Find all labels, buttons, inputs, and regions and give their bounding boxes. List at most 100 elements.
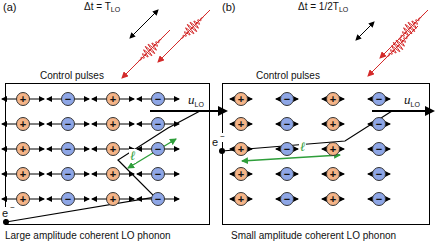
- charge-sign: −: [376, 94, 382, 105]
- ion-circle: +: [16, 92, 30, 106]
- ion-circle: −: [151, 92, 165, 106]
- ion-circle: +: [16, 167, 30, 181]
- ion-circle: −: [61, 92, 75, 106]
- charge-sign: −: [284, 169, 290, 180]
- ion-circle: +: [326, 167, 340, 181]
- ion-circle: −: [280, 142, 294, 156]
- charge-sign: +: [238, 94, 244, 105]
- ion-circle: +: [326, 92, 340, 106]
- subscript-text: LO: [339, 6, 348, 14]
- ion-circle: +: [234, 92, 248, 106]
- ion-circle: +: [326, 117, 340, 131]
- charge-sign: −: [155, 169, 161, 180]
- ion-circle: −: [151, 167, 165, 181]
- text-label: Δt = T: [84, 1, 111, 12]
- subscript-text: LO: [411, 101, 420, 109]
- ion-circle: +: [16, 117, 30, 131]
- wave-packet: [394, 12, 425, 43]
- charge-sign: +: [110, 194, 116, 205]
- ion-circle: +: [326, 142, 340, 156]
- ion-circle: −: [61, 142, 75, 156]
- charge-sign: +: [20, 94, 26, 105]
- pulse-axis: [368, 26, 418, 76]
- ion-circle: −: [372, 167, 386, 181]
- ion-circle: −: [280, 167, 294, 181]
- displacement-arrows: [2, 99, 390, 199]
- text-label: Control pulses: [256, 70, 320, 81]
- charge-sign: −: [376, 144, 382, 155]
- displacement-vector: [372, 110, 433, 112]
- pulse-axis: [122, 30, 170, 78]
- charge-sign: +: [110, 94, 116, 105]
- lattice-panel: Small amplitude coherent LO phonon+−+−+−…: [222, 83, 430, 225]
- charge-sign: −: [65, 144, 71, 155]
- charge-sign: +: [238, 194, 244, 205]
- charge-sign: −: [65, 169, 71, 180]
- charge-sign: −: [65, 94, 71, 105]
- ion-circle: +: [106, 142, 120, 156]
- charge-sign: −: [284, 119, 290, 130]
- symbol-label: u: [404, 93, 411, 107]
- charge-sign: +: [330, 94, 336, 105]
- ion-circle: −: [151, 142, 165, 156]
- ion-circle: +: [234, 167, 248, 181]
- delay-arrow: [130, 10, 158, 38]
- charge-sign: +: [110, 144, 116, 155]
- charge-sign: +: [20, 169, 26, 180]
- ion-circle: −: [372, 142, 386, 156]
- charge-sign: +: [110, 119, 116, 130]
- ion-circle: −: [372, 92, 386, 106]
- subscript-text: LO: [195, 101, 204, 109]
- symbol-label: u: [188, 93, 195, 107]
- symbol-label: ℓ: [129, 149, 136, 163]
- ion-circle: −: [280, 92, 294, 106]
- pulse-axis: [380, 10, 428, 58]
- charge-sign: +: [330, 119, 336, 130]
- text-label: Control pulses: [40, 70, 104, 81]
- ion-circle: +: [106, 92, 120, 106]
- ion-circle: +: [106, 167, 120, 181]
- charge-sign: +: [20, 194, 26, 205]
- charge-sign: −: [376, 194, 382, 205]
- text-label: e: [1, 207, 9, 219]
- text-label: (b): [222, 1, 235, 13]
- subscript-text: −: [219, 133, 226, 142]
- panel-caption: Small amplitude coherent LO phonon: [231, 230, 396, 241]
- charge-sign: −: [155, 94, 161, 105]
- displacement-vector: [150, 110, 226, 112]
- charge-sign: +: [330, 194, 336, 205]
- charge-sign: +: [238, 169, 244, 180]
- text-label: (a): [3, 1, 16, 13]
- subscript-text: −: [9, 204, 16, 213]
- electron-path: [6, 111, 200, 222]
- ion-circle: +: [234, 192, 248, 206]
- ion-circle: +: [234, 142, 248, 156]
- wave-packet: [382, 30, 413, 61]
- pulse-axis: [158, 10, 210, 62]
- ion-circle: −: [61, 192, 75, 206]
- charge-sign: +: [238, 119, 244, 130]
- charge-sign: −: [284, 94, 290, 105]
- ion-circle: −: [61, 117, 75, 131]
- ion-circle: −: [280, 192, 294, 206]
- mean-free-path-arrow: [128, 139, 176, 168]
- electron-path: [222, 111, 392, 151]
- charge-sign: −: [284, 144, 290, 155]
- ion-circle: +: [326, 192, 340, 206]
- wave-packet: [134, 34, 165, 65]
- ion-circle: −: [372, 192, 386, 206]
- panel-caption: Large amplitude coherent LO phonon: [5, 230, 171, 241]
- charge-sign: +: [330, 144, 336, 155]
- charge-sign: −: [155, 194, 161, 205]
- ion-circle: −: [151, 192, 165, 206]
- charge-sign: +: [330, 169, 336, 180]
- ion-circle: +: [106, 117, 120, 131]
- wave-packet: [176, 12, 207, 43]
- charge-sign: −: [155, 119, 161, 130]
- ion-circle: −: [61, 167, 75, 181]
- charge-sign: +: [110, 169, 116, 180]
- charge-sign: −: [65, 194, 71, 205]
- charge-sign: +: [20, 119, 26, 130]
- charge-sign: −: [284, 194, 290, 205]
- subscript-text: LO: [111, 6, 120, 14]
